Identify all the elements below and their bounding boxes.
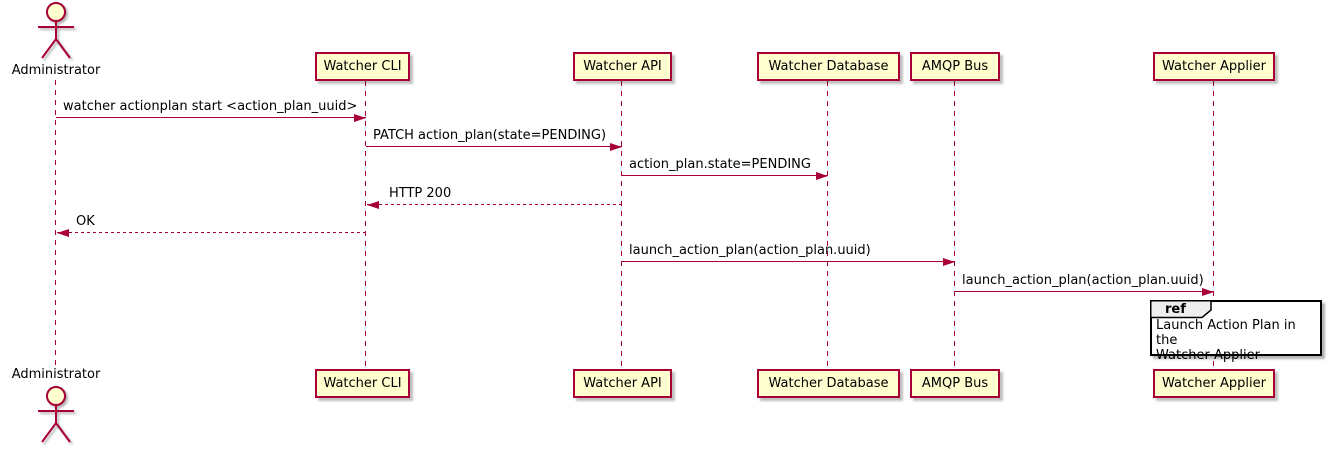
message-label: launch_action_plan(action_plan.uuid) — [629, 243, 871, 258]
message-line — [366, 146, 622, 147]
participant-box-bottom-watcher-cli: Watcher CLI — [315, 369, 410, 398]
actor-icon — [38, 2, 74, 59]
participant-label: Watcher API — [583, 376, 662, 391]
lifeline-watcher-api — [621, 81, 622, 369]
lifeline-amqp-bus — [954, 81, 955, 369]
actor-icon — [38, 386, 74, 443]
arrowhead-left-icon — [57, 229, 69, 237]
message-line — [955, 291, 1214, 292]
participant-label: Watcher CLI — [323, 59, 402, 74]
participant-label: Watcher API — [583, 59, 662, 74]
message-line — [56, 117, 366, 118]
arrowhead-right-icon — [943, 258, 955, 266]
ref-tab-shape — [1150, 300, 1212, 319]
participant-box-top-watcher-api: Watcher API — [573, 52, 672, 81]
participant-box-top-watcher-applier: Watcher Applier — [1153, 52, 1275, 81]
ref-text-line-2: Watcher Applier — [1156, 348, 1260, 363]
participant-label: Watcher Database — [768, 59, 889, 74]
participant-box-bottom-watcher-api: Watcher API — [573, 369, 672, 398]
message-label: PATCH action_plan(state=PENDING) — [373, 128, 607, 143]
participant-box-top-watcher-database: Watcher Database — [757, 52, 900, 81]
participant-box-bottom-amqp-bus: AMQP Bus — [910, 369, 1000, 398]
ref-fragment: ref Launch Action Plan in the Watcher Ap… — [1150, 300, 1322, 363]
participant-label: Watcher Applier — [1162, 376, 1266, 391]
participant-label: Watcher Database — [768, 376, 889, 391]
message-label: action_plan.state=PENDING — [629, 157, 811, 172]
participant-box-bottom-watcher-applier: Watcher Applier — [1153, 369, 1275, 398]
ref-keyword: ref — [1165, 302, 1186, 317]
participant-box-top-amqp-bus: AMQP Bus — [910, 52, 1000, 81]
arrowhead-right-icon — [354, 114, 366, 122]
ref-text-line-1: Launch Action Plan in the — [1156, 318, 1296, 348]
participant-label: AMQP Bus — [921, 376, 989, 391]
participant-label: Watcher Applier — [1162, 59, 1266, 74]
message-label: watcher actionplan start <action_plan_uu… — [63, 99, 358, 114]
lifeline-watcher-applier — [1213, 81, 1214, 369]
lifeline-administrator — [55, 80, 56, 368]
ref-body: Launch Action Plan in the Watcher Applie… — [1156, 318, 1316, 363]
arrowhead-right-icon — [816, 172, 828, 180]
participant-label: Watcher CLI — [323, 376, 402, 391]
participant-label: AMQP Bus — [921, 59, 989, 74]
arrowhead-right-icon — [610, 143, 622, 151]
message-line — [622, 175, 828, 176]
actor-label-bottom: Administrator — [11, 367, 101, 382]
message-line — [57, 232, 366, 233]
participant-box-top-watcher-cli: Watcher CLI — [315, 52, 410, 81]
message-line — [367, 204, 622, 205]
message-label: launch_action_plan(action_plan.uuid) — [962, 273, 1204, 288]
participant-box-bottom-watcher-database: Watcher Database — [757, 369, 900, 398]
message-label: HTTP 200 — [389, 186, 452, 201]
message-label: OK — [76, 214, 95, 229]
lifeline-watcher-cli — [365, 81, 366, 369]
lifeline-watcher-database — [827, 81, 828, 369]
message-line — [622, 261, 955, 262]
actor-label-top: Administrator — [11, 63, 101, 78]
arrowhead-right-icon — [1202, 288, 1214, 296]
arrowhead-left-icon — [367, 201, 379, 209]
